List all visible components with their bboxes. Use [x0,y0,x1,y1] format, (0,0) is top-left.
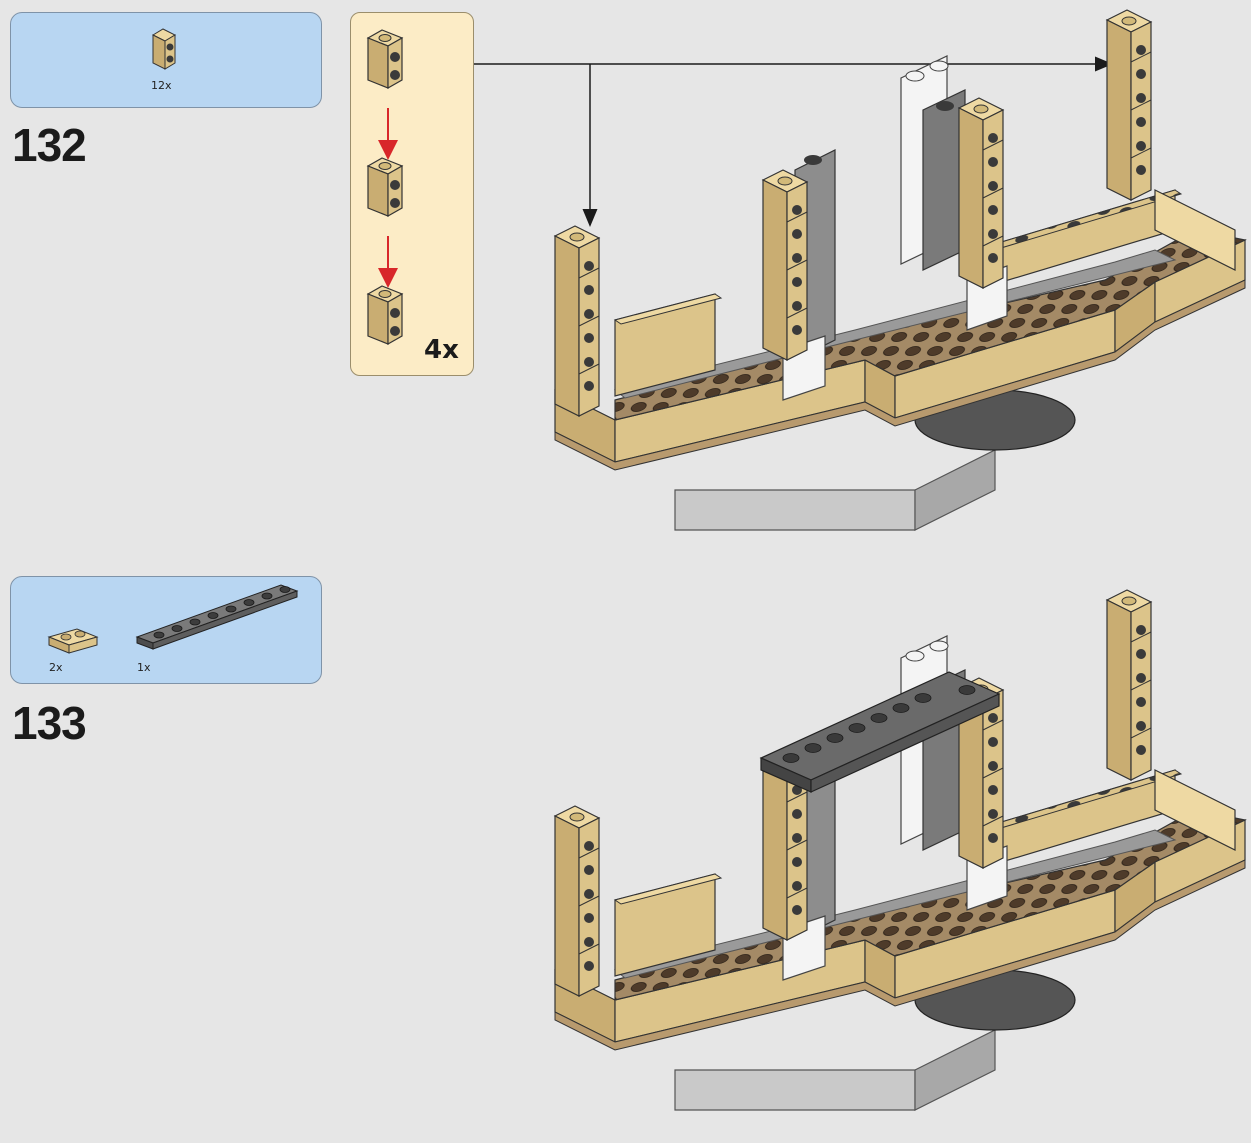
tan-1x2-plate-icon [47,628,99,654]
part-qty: 12x [151,79,172,92]
step-number: 133 [12,697,87,749]
step-number: 132 [12,119,87,171]
part-qty: 2x [49,661,63,674]
tan-1x1-brick-stud-side-icon [151,28,177,70]
parts-list-step-133: 2x 1x [10,576,322,684]
subassembly-count: 4x [424,335,459,365]
parts-list-step-132: 12x [10,12,322,108]
dark-gray-1x8-plate-icon [135,584,299,650]
model-step-132 [554,9,1246,531]
dark-gray-lintel-plate [759,671,1001,793]
part-qty: 1x [137,661,151,674]
model-step-133 [554,589,1246,1111]
